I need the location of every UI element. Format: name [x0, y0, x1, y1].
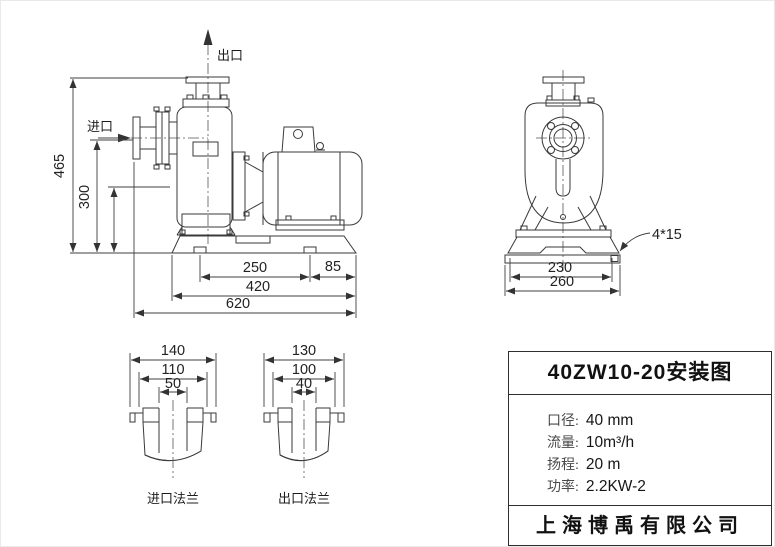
motor-body — [262, 151, 363, 226]
spec-value-head: 20 m — [585, 456, 621, 473]
outlet-flange-top — [185, 76, 230, 84]
outlet-flange-label: 出口法兰 — [278, 491, 330, 506]
spec-row-flow: 流量: 10m³/h — [547, 432, 771, 454]
pump-side-view: 出口 进口 — [52, 29, 363, 318]
outlet-label: 出口 — [217, 48, 243, 63]
bolt-callout-leader — [619, 232, 651, 252]
pump-casing-front — [524, 102, 604, 224]
inlet-flange-section: 140 110 50 进口法兰 — [129, 343, 217, 506]
spec-label-diameter: 口径: — [547, 414, 579, 429]
inlet-flow-arrow — [118, 133, 131, 143]
side-view-dimensions: 465 300 250 85 420 620 — [52, 77, 357, 318]
spec-label-flow: 流量: — [547, 436, 579, 451]
suction-flange-face — [541, 116, 585, 160]
bearing-frame — [232, 151, 264, 225]
pump-nameplate — [192, 141, 219, 157]
inlet-pipe-flange — [132, 116, 141, 160]
dim-260: 260 — [550, 274, 574, 290]
anchor-slot-right — [303, 246, 317, 254]
inlet-dim-140: 140 — [161, 343, 185, 359]
title-block: 40ZW10-20安装图 口径: 40 mm 流量: 10m³/h 扬程: 20 m … — [508, 351, 772, 546]
inlet-label: 进口 — [87, 119, 113, 134]
motor — [262, 126, 363, 231]
company-name: 上海博禹有限公司 — [536, 515, 744, 537]
spec-label-head: 扬程: — [547, 458, 579, 473]
bolt-callout: 4*15 — [652, 227, 682, 243]
anchor-bolt-hole — [610, 255, 619, 262]
drawing-title: 40ZW10-20安装图 — [509, 352, 771, 395]
pump-support-bracket — [176, 213, 236, 236]
dim-465: 465 — [52, 154, 68, 178]
dim-250: 250 — [243, 260, 267, 276]
terminal-box — [281, 126, 316, 153]
dim-230: 230 — [548, 260, 572, 276]
casing-slot — [555, 159, 571, 197]
outlet-flow-arrow — [203, 29, 213, 45]
dim-85: 85 — [325, 259, 341, 275]
outlet-dim-40: 40 — [296, 376, 312, 392]
pump-neck-flange — [182, 98, 230, 108]
pump-body — [176, 106, 233, 228]
base-plate-front — [504, 254, 621, 264]
spec-row-head: 扬程: 20 m — [547, 454, 771, 476]
spec-value-flow: 10m³/h — [585, 434, 635, 451]
base-side — [171, 235, 357, 254]
outlet-dim-130: 130 — [292, 343, 316, 359]
inlet-flange-label: 进口法兰 — [147, 491, 199, 506]
support-legs — [519, 195, 607, 231]
pump-front-view: 4*15 230 260 — [504, 70, 682, 296]
motor-foot — [275, 219, 345, 231]
spec-label-power: 功率: — [547, 480, 579, 495]
spec-value-diameter: 40 mm — [585, 412, 634, 429]
spec-row-diameter: 口径: 40 mm — [547, 410, 771, 432]
dim-420: 420 — [246, 279, 270, 295]
spec-list: 口径: 40 mm 流量: 10m³/h 扬程: 20 m 功率: 2.2KW-2 — [509, 395, 771, 506]
inlet-dim-50: 50 — [165, 376, 181, 392]
anchor-slot-left — [193, 246, 207, 254]
front-view-dimensions: 230 260 — [504, 258, 621, 296]
pedestal-front — [507, 236, 620, 254]
spec-value-power: 2.2KW-2 — [585, 478, 646, 495]
inlet-dim-110: 110 — [161, 362, 184, 378]
dim-620: 620 — [226, 296, 250, 312]
dim-300: 300 — [77, 185, 93, 209]
outlet-dim-100: 100 — [292, 362, 316, 378]
spec-row-power: 功率: 2.2KW-2 — [547, 476, 771, 498]
outlet-flange-front — [542, 76, 585, 84]
lifting-eye — [316, 142, 324, 150]
outlet-flange-section: 130 100 40 出口法兰 — [263, 343, 345, 506]
